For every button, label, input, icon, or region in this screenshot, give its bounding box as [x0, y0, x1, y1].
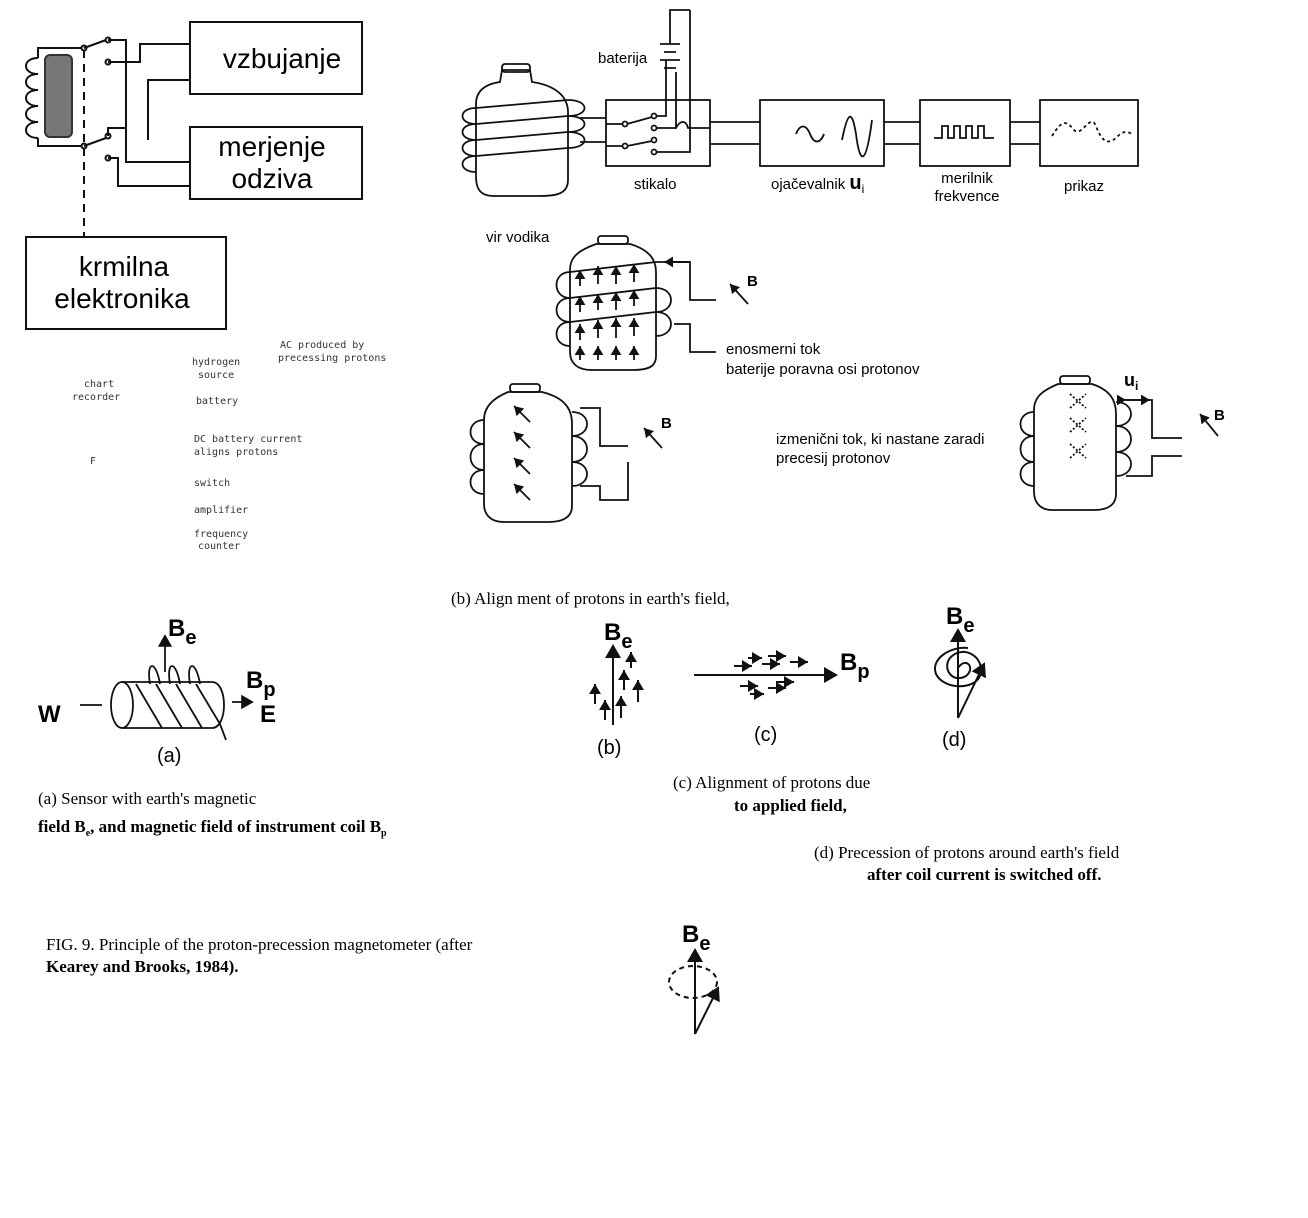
amplifier-label: ojačevalnik ui: [771, 172, 864, 196]
measurement-label-2: odziva: [232, 163, 313, 194]
figure-caption-2: Kearey and Brooks, 1984).: [46, 957, 239, 976]
subfigure-c: [694, 650, 838, 700]
hydrogen-bottle: [475, 69, 569, 197]
aligned-bottle: [555, 235, 749, 371]
control-block-diagram: [25, 21, 363, 330]
freq-counter-label-1: merilnik: [941, 170, 993, 187]
switch-label: stikalo: [634, 176, 677, 193]
subfigure-b: [589, 644, 644, 725]
c-label: (c): [754, 724, 777, 746]
display-label: prikaz: [1064, 178, 1104, 195]
faded-ac-2: precessing protons: [278, 353, 386, 364]
faded-chart-2: recorder: [72, 392, 120, 403]
original-english-labels: AC produced by precessing protons hydrog…: [72, 340, 386, 552]
faded-dc-1: DC battery current: [194, 434, 302, 445]
figure-caption-1: FIG. 9. Principle of the proton-precessi…: [46, 935, 473, 954]
b-label-3: B: [1214, 407, 1225, 424]
freq-counter-label-2: frekvence: [934, 188, 999, 205]
b-be-label: Be: [604, 619, 632, 653]
battery-label: baterija: [598, 50, 648, 67]
b-label-2: B: [661, 415, 672, 432]
precessing-bottle-left: [469, 383, 663, 523]
hydrogen-source-label: vir vodika: [486, 229, 550, 246]
faded-f: F: [90, 456, 96, 467]
caption-d-2: after coil current is switched off.: [867, 865, 1101, 884]
subfigure-a: [80, 634, 254, 741]
caption-c-2: to applied field,: [734, 796, 847, 815]
faded-freq-2: counter: [198, 541, 240, 552]
control-label-2: elektronika: [54, 283, 190, 314]
precessing-bottle-right: [1019, 375, 1219, 511]
excitation-label: vzbujanje: [223, 43, 341, 74]
control-electronics-block: [25, 236, 227, 330]
caption-b-top: (b) Align ment of protons in earth's fie…: [451, 589, 730, 608]
d-label: (d): [942, 729, 966, 751]
caption-c-1: (c) Alignment of protons due: [673, 773, 870, 792]
caption-a-1: (a) Sensor with earth's magnetic: [38, 789, 257, 808]
a-label: (a): [157, 745, 181, 767]
a-bp-label: Bp: [246, 667, 276, 701]
ui-label: ui: [1124, 370, 1138, 393]
faded-chart-1: chart: [84, 379, 114, 390]
battery-symbol: [660, 43, 680, 69]
faded-battery: battery: [196, 396, 238, 407]
d-be-label: Be: [946, 603, 974, 637]
faded-hydrogen-1: hydrogen: [192, 357, 240, 368]
faded-ac-1: AC produced by: [280, 340, 364, 351]
faded-dc-2: aligns protons: [194, 447, 278, 458]
dc-label-1: enosmerni tok: [726, 341, 821, 358]
dc-label-2: baterije poravna osi protonov: [726, 361, 920, 378]
bottom-precession-diagram: [668, 948, 720, 1035]
caption-a-2: field Be, and magnetic field of instrume…: [38, 817, 387, 839]
frequency-counter-box: [919, 99, 1011, 167]
measurement-label-1: merjenje: [218, 131, 325, 162]
faded-amplifier: amplifier: [194, 505, 248, 516]
display-box: [1039, 99, 1139, 167]
faded-hydrogen-2: source: [198, 370, 234, 381]
caption-d-1: (d) Precession of protons around earth's…: [814, 843, 1120, 862]
subfigure-d: [934, 628, 987, 719]
sensor-coil: [25, 57, 39, 139]
system-diagram: [461, 9, 1139, 197]
faded-freq-1: frequency: [194, 529, 248, 540]
a-be-label: Be: [168, 615, 196, 649]
control-label-1: krmilna: [79, 251, 170, 282]
excitation-block: [189, 21, 363, 95]
a-w-label: W: [38, 701, 61, 728]
faded-switch: switch: [194, 478, 230, 489]
measurement-block: [189, 126, 363, 200]
amplifier-box: [759, 99, 885, 167]
a-e-label: E: [260, 701, 276, 728]
ac-label-2: precesij protonov: [776, 450, 891, 467]
bottom-be-label: Be: [682, 921, 710, 955]
ac-label-1: izmenični tok, ki nastane zaradi: [776, 431, 984, 448]
c-bp-label: Bp: [840, 649, 870, 683]
sensor-core: [44, 54, 73, 138]
b-label-1: B: [747, 273, 758, 290]
b-label: (b): [597, 737, 621, 759]
switch-box: [605, 99, 711, 167]
